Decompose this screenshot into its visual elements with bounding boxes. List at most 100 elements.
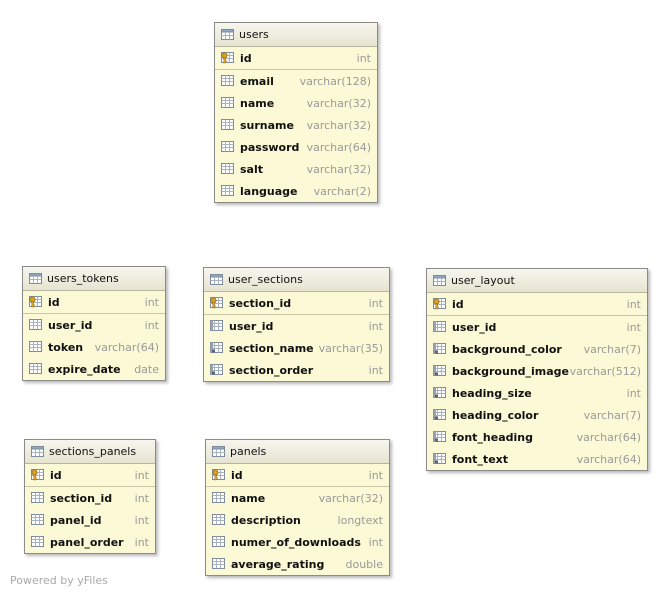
primary-key-icon <box>212 469 226 481</box>
column-name: token <box>48 340 84 354</box>
column-row[interactable]: id int <box>427 293 647 316</box>
table-title: user_layout <box>451 274 515 287</box>
column-type: int <box>368 535 383 549</box>
column-name: id <box>231 468 243 482</box>
column-type: varchar(32) <box>306 96 371 110</box>
column-icon <box>212 536 226 548</box>
column-type: int <box>626 386 641 400</box>
column-name: section_id <box>229 296 292 310</box>
table-panels[interactable]: panels id int name varchar(32) description… <box>205 439 390 576</box>
indexed-column-icon <box>433 453 447 465</box>
column-name: panel_id <box>50 513 102 527</box>
table-header[interactable]: user_layout <box>427 269 647 293</box>
column-row[interactable]: font_heading varchar(64) <box>427 426 647 448</box>
column-name: panel_order <box>50 535 124 549</box>
indexed-column-icon <box>433 409 447 421</box>
column-type: int <box>134 535 149 549</box>
column-type: double <box>345 557 384 571</box>
table-icon <box>31 445 45 458</box>
column-icon <box>29 363 43 375</box>
column-name: font_heading <box>452 430 533 444</box>
column-icon <box>212 492 226 504</box>
column-name: email <box>240 74 274 88</box>
column-name: id <box>452 297 464 311</box>
column-type: int <box>626 320 641 334</box>
column-type: int <box>134 491 149 505</box>
powered-by-watermark: Powered by yFiles <box>10 574 108 587</box>
table-header[interactable]: user_sections <box>204 268 389 292</box>
column-type: varchar(64) <box>94 340 159 354</box>
column-type: varchar(64) <box>576 430 641 444</box>
indexed-column-icon <box>210 342 224 354</box>
column-type: varchar(7) <box>583 342 641 356</box>
column-icon <box>221 185 235 197</box>
foreign-key-icon <box>433 321 447 333</box>
primary-key-icon <box>210 297 224 309</box>
column-name: password <box>240 140 300 154</box>
column-type: varchar(512) <box>569 364 641 378</box>
indexed-column-icon <box>210 364 224 376</box>
column-type: int <box>368 296 383 310</box>
column-row[interactable]: id int <box>206 464 389 487</box>
column-name: salt <box>240 162 263 176</box>
table-header[interactable]: panels <box>206 440 389 464</box>
column-icon <box>221 163 235 175</box>
column-icon <box>221 75 235 87</box>
column-icon <box>212 558 226 570</box>
column-type: int <box>368 319 383 333</box>
column-name: heading_color <box>452 408 539 422</box>
column-row[interactable]: section_id int <box>204 292 389 315</box>
column-type: int <box>144 295 159 309</box>
column-row[interactable]: name varchar(32) <box>206 487 389 509</box>
column-icon <box>31 514 45 526</box>
column-icon <box>29 341 43 353</box>
column-type: int <box>368 468 383 482</box>
column-type: int <box>134 468 149 482</box>
primary-key-icon <box>221 52 235 64</box>
table-header[interactable]: users_tokens <box>23 267 165 291</box>
column-row[interactable]: token varchar(64) <box>23 336 165 358</box>
table-icon <box>29 272 43 285</box>
column-type: date <box>134 362 159 376</box>
table-header[interactable]: sections_panels <box>25 440 155 464</box>
column-row[interactable]: panel_order int <box>25 531 155 553</box>
table-icon <box>212 445 226 458</box>
column-name: name <box>231 491 266 505</box>
column-type: int <box>626 297 641 311</box>
primary-key-icon <box>31 469 45 481</box>
column-type: int <box>356 51 371 65</box>
column-name: user_id <box>48 318 93 332</box>
column-type: varchar(32) <box>318 491 383 505</box>
table-header[interactable]: users <box>215 23 377 47</box>
